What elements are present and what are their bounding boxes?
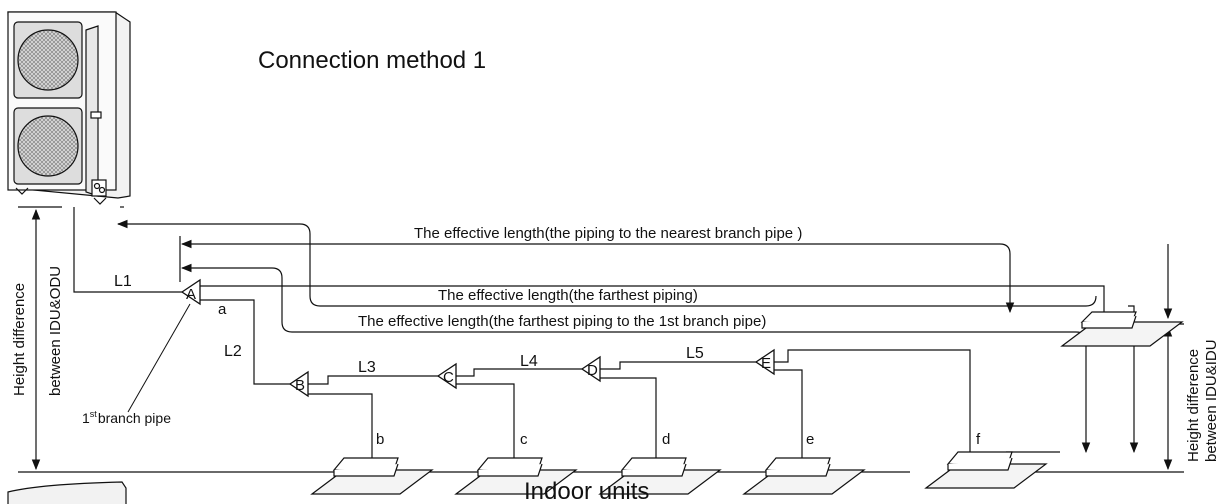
indoor-units [310,311,1184,495]
indoor-unit-d [598,457,722,495]
segment-label-l5: L5 [686,345,704,362]
branch-joint-d: D [580,355,601,383]
svg-text:D: D [587,362,598,379]
branch-joint-e: E [754,348,775,376]
branch-joint-c: C [436,362,457,390]
effective-length-nearest [180,239,1015,314]
left-dimension-label-1: Height difference [11,283,28,396]
svg-text:C: C [443,369,454,386]
segment-label-l1: L1 [114,273,132,290]
effective-length-first-branch [180,244,1173,454]
indoor-unit-e [742,457,866,495]
indoor-label-f: f [976,431,981,448]
left-dimension-label-2: between IDU&ODU [47,266,64,396]
effective-length-farthest-label: The effective length(the farthest piping… [438,287,698,304]
svg-text:E: E [761,355,771,372]
reference-lines [18,206,1184,473]
first-branch-label-text: branch pipe [98,410,171,426]
effective-length-farthest [116,219,1139,454]
indoor-unit-f [924,451,1048,489]
svg-text:B: B [295,377,305,394]
piping [73,207,1105,470]
footer-label: Indoor units [524,478,649,504]
indoor-label-c: c [520,431,528,448]
page-title: Connection method 1 [258,47,486,74]
right-dimension-label-2: between IDU&IDU [1203,339,1220,462]
indoor-unit-top [1060,311,1184,347]
indoor-unit-b [310,457,434,495]
right-dimension-label-1: Height difference [1185,349,1202,462]
first-branch-label-number: 1 [82,410,90,426]
indoor-label-e: e [806,431,814,448]
segment-label-l2: L2 [224,343,242,360]
effective-length-first-branch-label: The effective length(the farthest piping… [358,313,766,330]
segment-label-l3: L3 [358,359,376,376]
outdoor-unit [7,11,131,205]
branch-joint-a: A [180,278,201,306]
first-branch-label: 1stbranch pipe [82,409,171,426]
indoor-label-d: d [662,431,670,448]
svg-text:A: A [186,286,196,303]
outdoor-unit-partial [7,481,127,504]
effective-length-nearest-label: The effective length(the piping to the n… [414,225,802,242]
indoor-label-b: b [376,431,384,448]
branch-joint-b: B [288,370,309,398]
first-branch-label-superscript: st [90,409,98,419]
indoor-unit-c [454,457,578,495]
segment-label-l4: L4 [520,353,538,370]
indoor-label-a: a [218,301,227,318]
first-branch-leader [127,303,191,413]
